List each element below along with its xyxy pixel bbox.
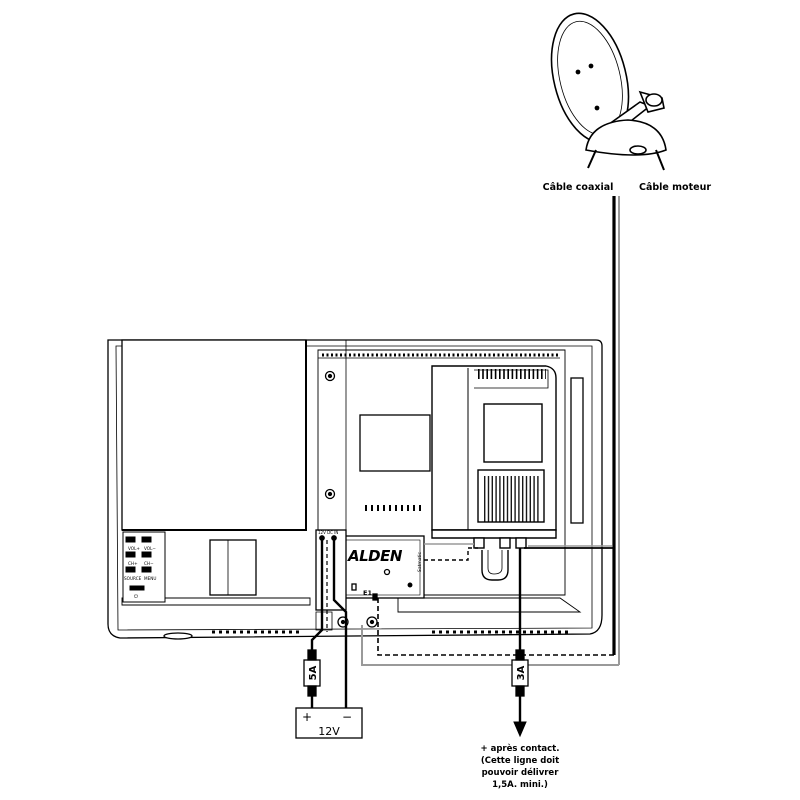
fuse-5a-label: 5A [308,665,319,680]
tv-button-source: SOURCE [124,576,142,581]
motor-cable-label: Câble moteur [639,182,711,193]
battery-minus-wire [332,540,348,708]
ignition-note-line-4: 1,5A. mini.) [492,780,548,790]
dc-in-label: 12V DC IN [318,530,338,535]
satellite-receiver [431,365,557,581]
tv-button-vol-down: VOL− [144,546,156,551]
battery [295,707,363,739]
brand-logo: ALDEN [347,547,403,565]
tv-button-vol-up: VOL+ [128,546,140,551]
ignition-note-line-2: (Cette ligne doit [481,756,559,766]
coax-cable-label: Câble coaxial [543,182,614,193]
satellite-dish [550,12,667,171]
grey-cable-bottom [361,625,619,666]
battery-minus-label: − [342,710,352,724]
coax-to-receiver [524,547,615,655]
tv-button-power: ⏻ [134,594,138,600]
fuse-3a [511,649,529,697]
battery-voltage-label: 12V [318,725,340,738]
fuse-5a [303,649,321,697]
e1-label: E1 [363,589,372,597]
brand-sub-label: Satmatic [417,551,423,572]
ignition-dashed-module [424,547,478,561]
tv-button-ch-up: CH+ [128,561,138,566]
tv-button-ch-down: CH− [144,561,154,566]
fuse-3a-label: 3A [516,665,527,680]
ignition-note-line-1: + après contact. [481,743,560,754]
ignition-arrow-head [513,721,527,738]
ignition-dashed-line [377,598,614,656]
tv-button-panel [122,531,166,603]
battery-plus-label: + [302,710,312,724]
ignition-note-line-3: pouvoir délivrer [482,767,560,778]
tv-button-menu: MENU [144,576,156,581]
